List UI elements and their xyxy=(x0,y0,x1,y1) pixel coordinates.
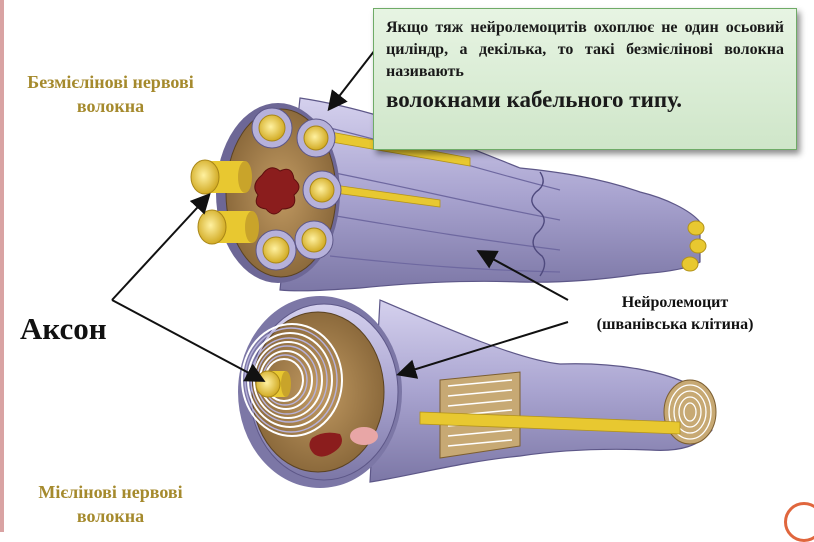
neurolemmocyte-label-line2: (шванівська клітина) xyxy=(550,314,800,336)
callout-arrow xyxy=(330,50,375,108)
axon-arrow-top xyxy=(112,196,208,300)
myelinated-fibers-label: Мієлінові нервові волокна xyxy=(8,480,213,528)
corner-decoration xyxy=(784,502,814,542)
unmyelinated-fibers-label: Безмієлінові нервові волокна xyxy=(8,70,213,118)
callout-text: Якщо тяж нейролемоцитів охоплює не один … xyxy=(386,17,784,83)
callout-emphasis: волокнами кабельного типу xyxy=(386,87,676,112)
cable-type-callout: Якщо тяж нейролемоцитів охоплює не один … xyxy=(373,8,797,150)
axon-arrow-bottom xyxy=(112,300,262,380)
neurolemmocyte-label-line1: Нейролемоцит xyxy=(550,292,800,314)
axon-label: Аксон xyxy=(20,311,107,347)
neurolemmocyte-label: Нейролемоцит (шванівська клітина) xyxy=(550,292,800,336)
callout-suffix: . xyxy=(676,87,682,112)
